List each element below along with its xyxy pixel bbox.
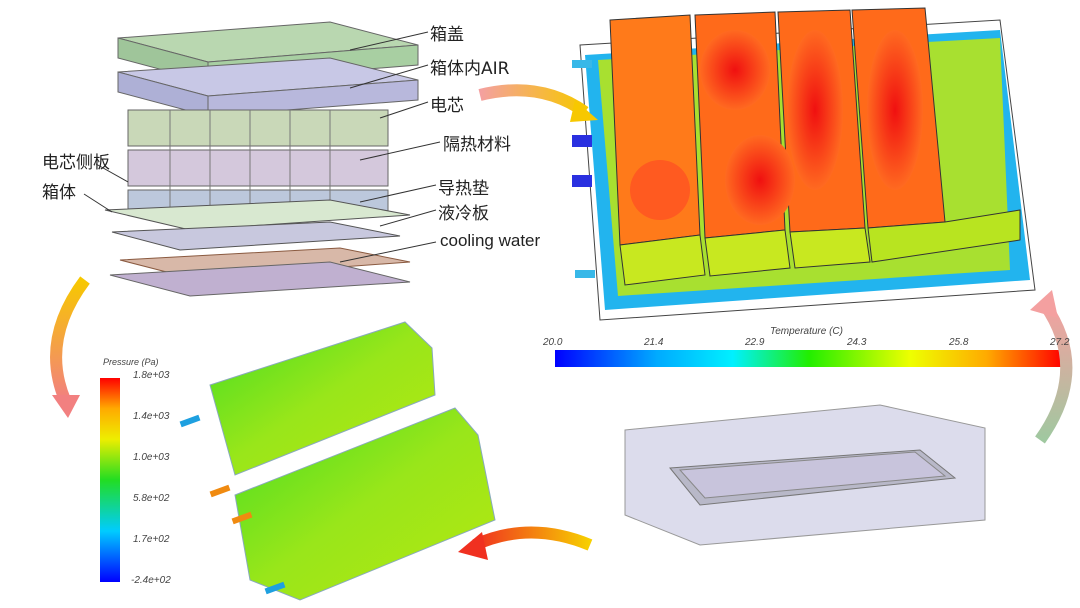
temp-tick: 24.3	[847, 337, 867, 348]
flow-arrow-4	[472, 526, 593, 551]
cold-plate-pressure-view	[179, 321, 496, 601]
enclosure-air-domain	[624, 404, 986, 546]
pressure-tick: 5.8e+02	[133, 493, 170, 504]
label-internal-air: 箱体内AIR	[430, 59, 510, 79]
temperature-colorbar-title: Temperature (C)	[770, 326, 843, 337]
leader-lines	[83, 31, 441, 263]
temp-tick: 22.9	[745, 337, 765, 348]
temperature-colorbar	[555, 350, 1063, 367]
pressure-colorbar-title: Pressure (Pa)	[103, 357, 159, 367]
pressure-tick: 1.0e+03	[133, 452, 170, 463]
temp-tick: 25.8	[949, 337, 969, 348]
pressure-tick: 1.8e+03	[133, 370, 170, 381]
label-cells: 电芯	[430, 96, 464, 116]
label-cell-side-plate: 电芯侧板	[42, 153, 110, 173]
temp-tick: 20.0	[543, 337, 563, 348]
exploded-battery-pack	[104, 21, 419, 297]
label-cooling-water: cooling water	[440, 231, 541, 250]
label-thermal-pad: 导热垫	[438, 179, 489, 199]
label-box-body: 箱体	[42, 183, 76, 203]
pressure-tick: -2.4e+02	[131, 575, 171, 586]
label-insulation: 隔热材料	[443, 135, 511, 155]
label-box-lid: 箱盖	[430, 25, 464, 45]
temperature-contour-view	[572, 7, 1036, 321]
flow-arrow-1	[478, 84, 589, 117]
flow-arrow-2	[50, 276, 90, 403]
temp-tick: 27.2	[1050, 337, 1070, 348]
temp-tick: 21.4	[644, 337, 664, 348]
pressure-tick: 1.4e+03	[133, 411, 170, 422]
label-cold-plate: 液冷板	[438, 204, 489, 224]
pressure-tick: 1.7e+02	[133, 534, 170, 545]
pressure-colorbar	[100, 378, 120, 582]
flow-arrow-3	[1035, 301, 1073, 444]
